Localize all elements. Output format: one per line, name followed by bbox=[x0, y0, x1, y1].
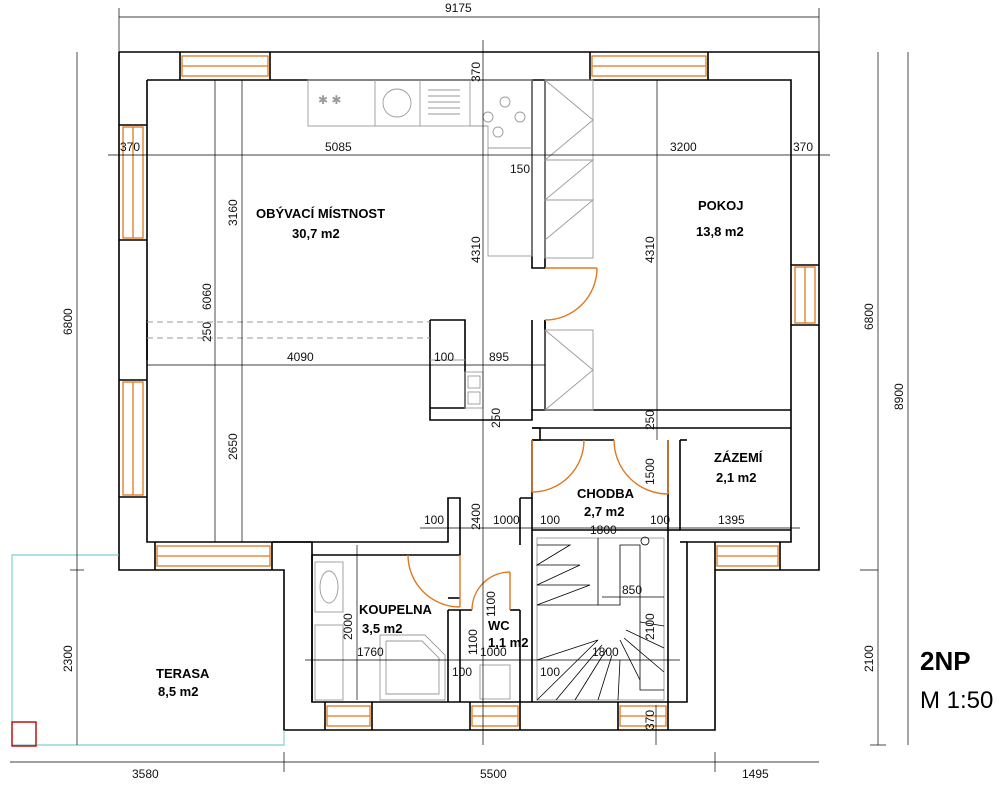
dim-bottom-right: 1495 bbox=[742, 767, 769, 781]
dim-150: 150 bbox=[510, 162, 530, 176]
dim-overall-width: 9175 bbox=[445, 1, 472, 15]
dim-1760: 1760 bbox=[357, 645, 384, 659]
dim-wall-top: 370 bbox=[469, 62, 483, 82]
dim-living-width: 5085 bbox=[325, 140, 352, 154]
room-name-living: OBÝVACÍ MÍSTNOST bbox=[256, 206, 385, 221]
dim-1100-b: 1100 bbox=[466, 629, 480, 655]
dim-100-e: 100 bbox=[452, 665, 472, 679]
dimension-lines bbox=[10, 8, 909, 772]
room-area-koupelna: 3,5 m2 bbox=[362, 621, 402, 636]
room-name-chodba: CHODBA bbox=[577, 486, 635, 501]
dim-room-width: 3200 bbox=[670, 140, 697, 154]
dim-3160: 3160 bbox=[226, 199, 240, 226]
room-area-pokoj: 13,8 m2 bbox=[696, 224, 744, 239]
room-name-wc: WC bbox=[488, 618, 510, 633]
dim-100-d: 100 bbox=[650, 513, 670, 527]
terrace-outline bbox=[11, 554, 285, 747]
interior-walls bbox=[146, 80, 791, 702]
room-labels: OBÝVACÍ MÍSTNOST 30,7 m2 POKOJ 13,8 m2 Z… bbox=[156, 198, 763, 699]
dim-wall-right: 370 bbox=[793, 140, 813, 154]
room-area-zazemi: 2,1 m2 bbox=[716, 470, 756, 485]
dim-right-total: 8900 bbox=[892, 383, 906, 410]
dim-895: 895 bbox=[489, 350, 509, 364]
dim-1800-b: 1800 bbox=[592, 645, 619, 659]
dim-4310-left: 4310 bbox=[469, 236, 483, 263]
dim-1000-a: 1000 bbox=[493, 513, 520, 527]
dimension-labels: 9175 3580 5500 1495 6800 2300 6800 2100 … bbox=[61, 1, 906, 781]
dim-1800-a: 1800 bbox=[590, 523, 617, 537]
room-area-wc: 1,1 m2 bbox=[488, 635, 528, 650]
exterior-walls bbox=[118, 51, 820, 731]
dim-2400: 2400 bbox=[469, 503, 483, 530]
dim-100-f: 100 bbox=[540, 665, 560, 679]
dim-right-upper: 6800 bbox=[862, 303, 876, 330]
dim-250-right: 250 bbox=[643, 410, 657, 430]
dim-right-lower: 2100 bbox=[862, 645, 876, 672]
room-name-koupelna: KOUPELNA bbox=[359, 602, 433, 617]
dim-2000: 2000 bbox=[341, 613, 355, 640]
room-name-zazemi: ZÁZEMÍ bbox=[714, 450, 763, 465]
dim-left-height: 6800 bbox=[61, 308, 75, 335]
dim-370-bottom: 370 bbox=[643, 710, 657, 730]
dim-2100-stair: 2100 bbox=[643, 613, 657, 640]
dim-4310-right: 4310 bbox=[643, 236, 657, 263]
dim-4090: 4090 bbox=[287, 350, 314, 364]
dim-850: 850 bbox=[622, 583, 642, 597]
furniture: ✱ ✱ bbox=[147, 79, 665, 701]
room-area-living: 30,7 m2 bbox=[292, 226, 340, 241]
room-area-chodba: 2,7 m2 bbox=[584, 504, 624, 519]
sheet-level-label: 2NP bbox=[920, 646, 971, 676]
dim-1500: 1500 bbox=[643, 458, 657, 485]
dim-100-b: 100 bbox=[424, 513, 444, 527]
dim-100-c: 100 bbox=[540, 513, 560, 527]
dim-1395: 1395 bbox=[718, 513, 745, 527]
dim-250-mid: 250 bbox=[489, 408, 503, 428]
svg-text:✱ ✱: ✱ ✱ bbox=[318, 93, 341, 107]
dim-1000-b: 1000 bbox=[480, 645, 507, 659]
dim-6060: 6060 bbox=[200, 283, 214, 310]
dim-100-a: 100 bbox=[434, 350, 454, 364]
dim-250-left: 250 bbox=[200, 322, 214, 342]
dim-wall-left: 370 bbox=[120, 140, 140, 154]
sheet-title: 2NP M 1:50 bbox=[920, 646, 993, 714]
dim-bottom-mid: 5500 bbox=[480, 767, 507, 781]
dim-2650: 2650 bbox=[226, 433, 240, 460]
sheet-scale-label: M 1:50 bbox=[920, 687, 993, 714]
dim-1100-a: 1100 bbox=[484, 591, 498, 617]
dim-left-terrace: 2300 bbox=[61, 645, 75, 672]
windows bbox=[122, 55, 816, 727]
doors bbox=[407, 267, 669, 611]
room-name-pokoj: POKOJ bbox=[698, 198, 744, 213]
dim-bottom-left: 3580 bbox=[132, 767, 159, 781]
room-name-terasa: TERASA bbox=[156, 666, 210, 681]
room-area-terasa: 8,5 m2 bbox=[158, 684, 198, 699]
